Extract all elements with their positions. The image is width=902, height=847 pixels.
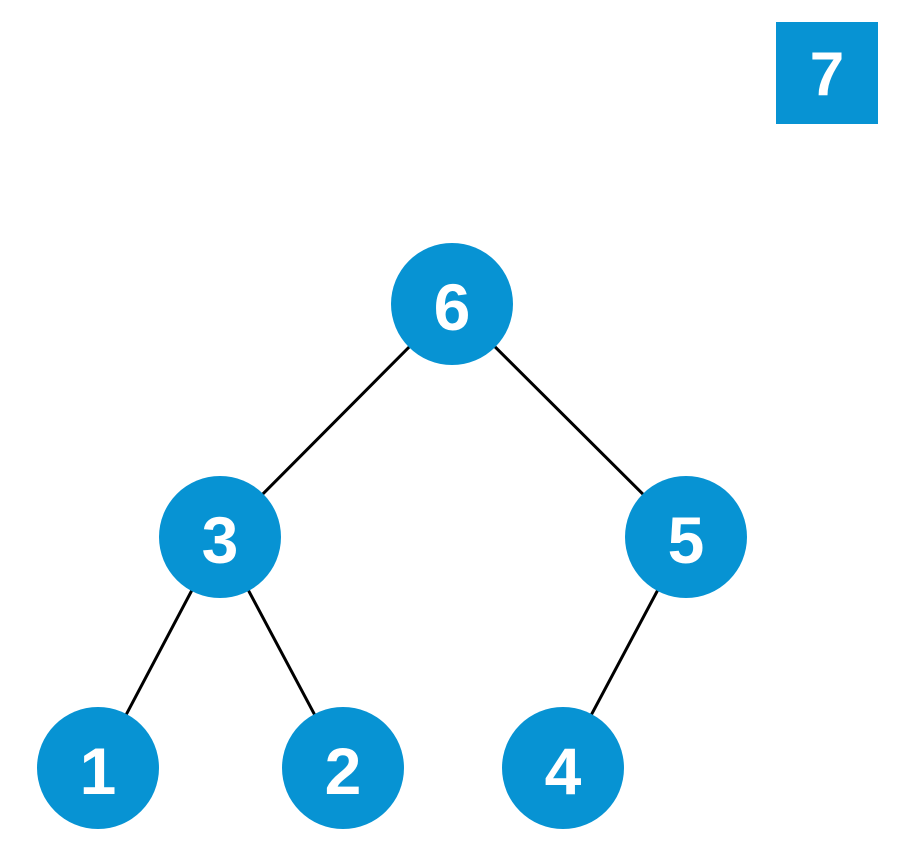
tree-node-circle bbox=[37, 707, 159, 829]
tree-node-label: 3 bbox=[202, 503, 239, 577]
nodes-layer: 6 3 5 1 2 4 bbox=[37, 243, 747, 829]
tree-node-1: 1 bbox=[37, 707, 159, 829]
tree-node-label: 1 bbox=[80, 734, 117, 808]
tree-node-label: 2 bbox=[325, 734, 362, 808]
tree-node-circle bbox=[159, 476, 281, 598]
tree-node-circle bbox=[502, 707, 624, 829]
pending-item-box: 7 bbox=[776, 22, 878, 124]
tree-node-circle bbox=[391, 243, 513, 365]
tree-node-3: 3 bbox=[159, 476, 281, 598]
tree-node-label: 6 bbox=[434, 270, 471, 344]
tree-node-5: 5 bbox=[625, 476, 747, 598]
tree-node-2: 2 bbox=[282, 707, 404, 829]
tree-node-4: 4 bbox=[502, 707, 624, 829]
tree-node-label: 5 bbox=[668, 503, 705, 577]
tree-node-label: 4 bbox=[545, 734, 582, 808]
tree-node-6: 6 bbox=[391, 243, 513, 365]
pending-item-label: 7 bbox=[810, 41, 844, 110]
tree-node-circle bbox=[282, 707, 404, 829]
pending-item-square bbox=[776, 22, 878, 124]
tree-node-circle bbox=[625, 476, 747, 598]
